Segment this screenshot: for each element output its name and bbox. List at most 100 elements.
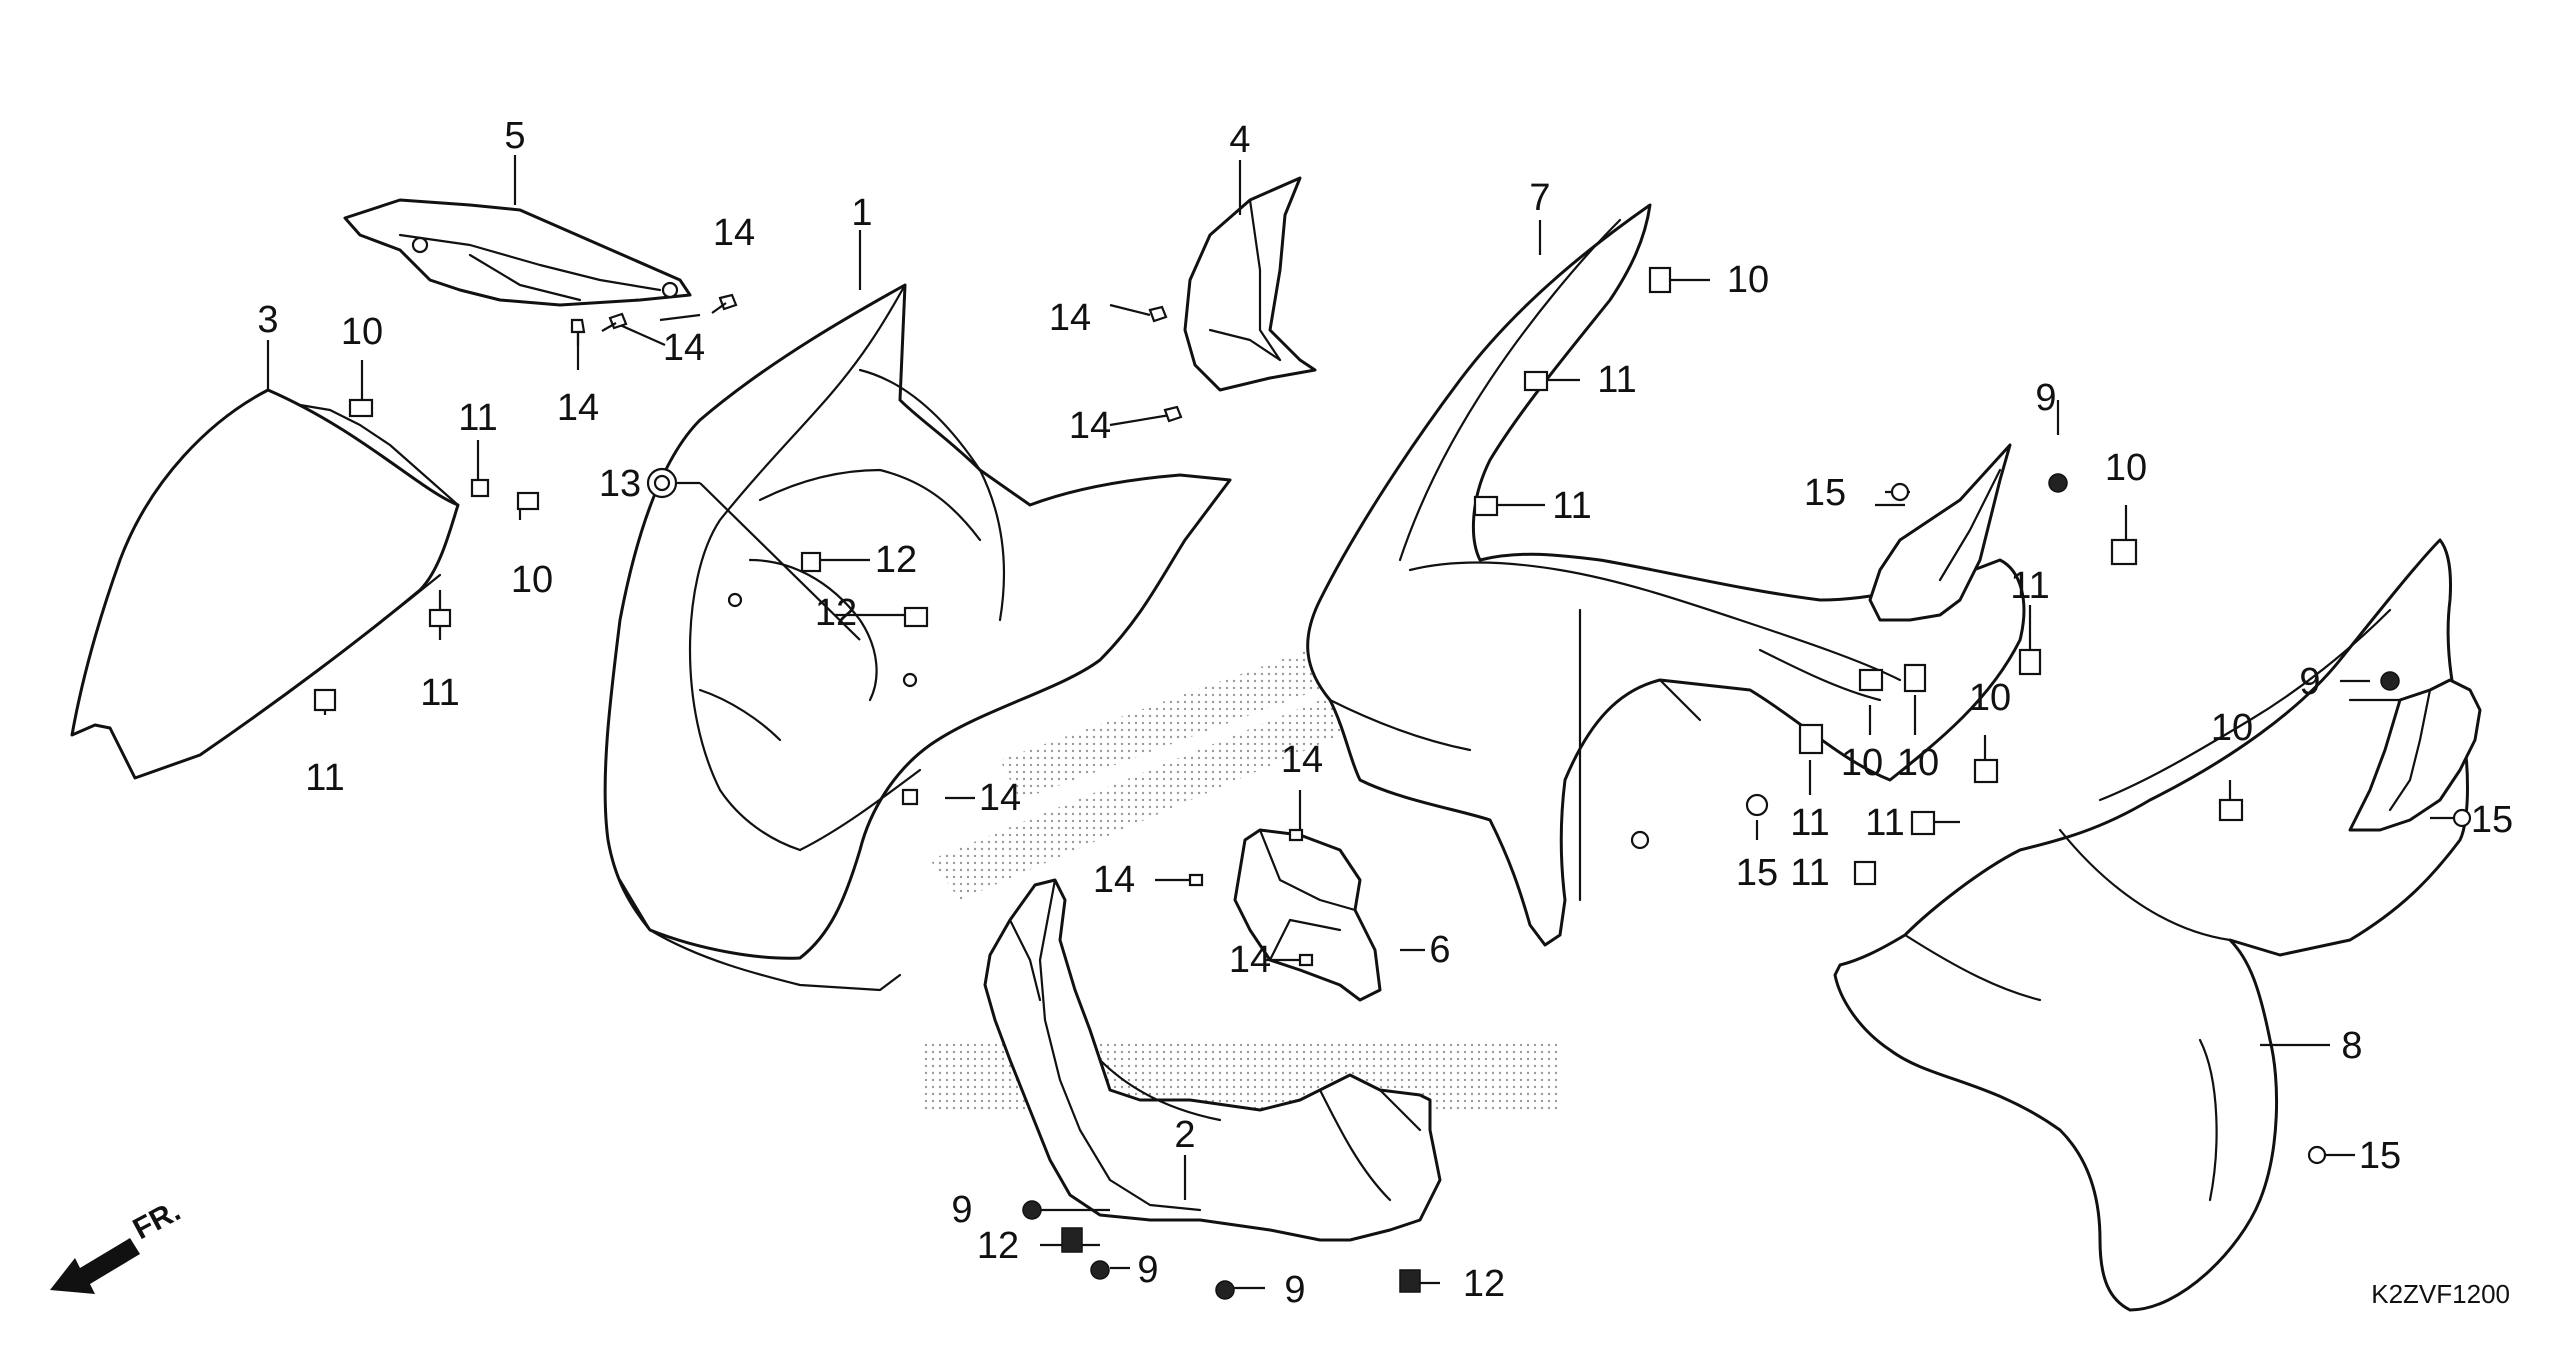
screw-icon — [1163, 405, 1183, 423]
screw-icon — [1745, 793, 1769, 817]
callout: 9 — [2035, 377, 2056, 419]
part-5-bracket[interactable] — [343, 198, 692, 307]
callout: 11 — [1790, 852, 1829, 894]
clip-icon — [1061, 1227, 1083, 1253]
callout: 12 — [1463, 1263, 1505, 1305]
callout: 5 — [504, 115, 525, 157]
clip-icon — [470, 478, 490, 498]
callout: 4 — [1229, 119, 1250, 161]
part-1-upper-cowl[interactable] — [603, 283, 1232, 992]
callout: 13 — [599, 463, 641, 505]
callout: 11 — [1790, 802, 1829, 844]
front-direction-indicator: FR. — [50, 1194, 186, 1294]
clip-icon — [1858, 668, 1884, 692]
callout: 15 — [2471, 799, 2513, 841]
callout: 14 — [1049, 297, 1091, 339]
clip-icon — [348, 398, 374, 418]
screw-icon — [1298, 953, 1314, 967]
callout: 10 — [1841, 742, 1883, 784]
screw-icon — [2307, 1145, 2327, 1165]
clip-icon — [1473, 495, 1499, 517]
clip-icon — [1798, 723, 1824, 755]
nut-icon — [1215, 1280, 1235, 1300]
clip-icon — [1399, 1269, 1421, 1293]
clip-icon — [2018, 648, 2042, 676]
callout: 9 — [1137, 1249, 1158, 1291]
part-8-side-panel[interactable] — [1833, 538, 2469, 1312]
callout: 3 — [257, 299, 278, 341]
direction-label: FR. — [128, 1194, 186, 1246]
clip-icon — [1910, 810, 1936, 836]
callout: 1 — [851, 192, 872, 234]
part-4-inner-panel[interactable] — [1183, 176, 1317, 392]
callout: 10 — [2105, 447, 2147, 489]
callout: 10 — [1969, 677, 2011, 719]
part-2-lower-cowl[interactable] — [983, 878, 1442, 1242]
clip-icon — [428, 608, 452, 628]
callout: 10 — [2211, 707, 2253, 749]
callout: 15 — [2359, 1135, 2401, 1177]
nut-icon — [2380, 671, 2400, 691]
callout: 15 — [1804, 472, 1846, 514]
screw-icon — [2452, 808, 2472, 828]
callout: 14 — [1069, 405, 1111, 447]
screw-icon — [1188, 873, 1204, 887]
diagram-code: K2ZVF1200 — [2371, 1279, 2510, 1309]
callout: 10 — [341, 311, 383, 353]
arrow-icon — [50, 1238, 140, 1294]
callout: 2 — [1174, 1114, 1195, 1156]
callout: 10 — [511, 559, 553, 601]
callout: 14 — [557, 387, 599, 429]
clip-icon — [1648, 266, 1672, 294]
clip-icon — [1523, 370, 1549, 392]
nut-icon — [1022, 1200, 1042, 1220]
part-upper-right-panel[interactable] — [1868, 443, 2012, 622]
screw-icon — [1890, 482, 1910, 502]
hardware — [313, 266, 2472, 1300]
clip-icon — [2110, 538, 2138, 566]
callout: 15 — [1736, 852, 1778, 894]
clip-icon — [2218, 798, 2244, 822]
callout: 11 — [458, 397, 497, 439]
callout: 12 — [875, 539, 917, 581]
nut-icon — [2048, 473, 2068, 493]
screw-icon — [901, 788, 919, 806]
callout: 11 — [305, 757, 344, 799]
screw-icon — [711, 293, 738, 314]
clip-icon — [800, 551, 822, 573]
callout: 14 — [1229, 939, 1271, 981]
part-6-bracket[interactable] — [1233, 828, 1382, 1002]
part-side-bracket[interactable] — [2348, 678, 2482, 832]
clip-icon — [903, 606, 929, 628]
callout: 12 — [815, 592, 857, 634]
callout: 14 — [1281, 739, 1323, 781]
callouts: 5 1 3 4 7 2 6 8 9 9 9 9 9 10 10 10 10 10… — [257, 115, 2513, 1311]
nut-icon — [1090, 1260, 1110, 1280]
part-3-windscreen[interactable] — [70, 388, 460, 780]
clip-icon — [313, 688, 337, 712]
part-7-middle-cowl[interactable] — [1306, 203, 2026, 947]
callout: 11 — [1597, 359, 1636, 401]
clip-icon — [516, 491, 540, 511]
screw-icon — [601, 312, 628, 332]
callout: 9 — [2299, 661, 2320, 703]
callout: 11 — [2010, 565, 2049, 607]
callout: 14 — [713, 212, 755, 254]
callout: 11 — [420, 672, 459, 714]
callout: 6 — [1429, 929, 1450, 971]
clip-icon — [1973, 758, 1999, 784]
callout: 14 — [663, 327, 705, 369]
screw-icon — [1148, 305, 1168, 323]
clip-icon — [1853, 860, 1877, 886]
callout: 9 — [1284, 1269, 1305, 1311]
callout: 10 — [1897, 742, 1939, 784]
callout: 14 — [1093, 859, 1135, 901]
callout: 7 — [1529, 177, 1550, 219]
callout: 9 — [951, 1189, 972, 1231]
clip-icon — [1903, 663, 1927, 693]
callout: 11 — [1865, 802, 1904, 844]
screw-icon — [570, 318, 586, 346]
screw-icon — [1288, 828, 1304, 842]
callout: 14 — [979, 777, 1021, 819]
callout: 11 — [1552, 485, 1591, 527]
